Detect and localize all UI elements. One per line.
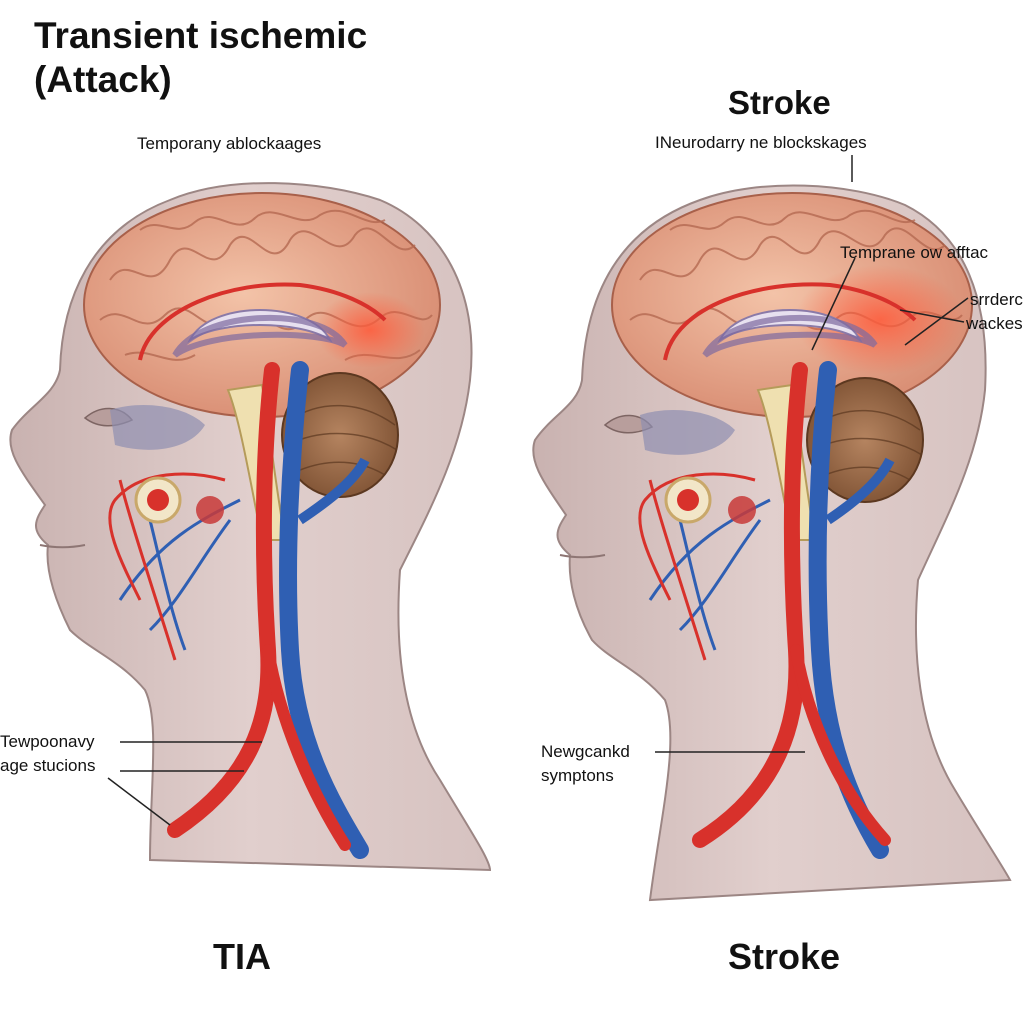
stroke-callout-1: Temprane ow afftac [840, 243, 989, 262]
tia-callout-2: age stucions [0, 756, 96, 775]
tia-caption: TIA [213, 936, 271, 977]
stroke-callout-3: wackes [966, 314, 1023, 333]
stroke-damage-glow [795, 265, 965, 375]
sinus-right [640, 410, 735, 455]
ischemia-glow [315, 292, 425, 368]
tia-callout-1: Tewpoonavy [0, 732, 95, 751]
sinus [110, 405, 205, 450]
title-line-2: (Attack) [34, 59, 172, 100]
stroke-title: Stroke [728, 84, 831, 121]
lip-line [39, 544, 86, 549]
cerebral-artery [138, 282, 387, 361]
tia-callout-lines [107, 741, 262, 826]
lip-line-right [559, 554, 606, 559]
stroke-callout-5: symptons [541, 766, 614, 785]
stroke-callout-2: srrderc [970, 290, 1023, 309]
cerebral-artery-right [663, 282, 917, 361]
stroke-caption: Stroke [728, 936, 841, 977]
stroke-head-illustration [532, 184, 1012, 902]
facial-vessels-right [638, 472, 771, 661]
tia-head-illustration [9, 182, 492, 872]
blood-clot [196, 496, 224, 524]
page-title: Transient ischemic (Attack) [34, 14, 367, 102]
vein-branch [297, 457, 370, 525]
facial-vessels [108, 472, 241, 661]
jugular-vein [279, 361, 369, 859]
title-line-1: Transient ischemic [34, 15, 368, 56]
stroke-callout-4: Newgcankd [541, 742, 630, 761]
stroke-callout-lines [655, 155, 969, 753]
ventricle [172, 314, 348, 358]
stroke-subtitle: INeurodarry ne blockskages [655, 133, 867, 152]
carotid-branch [262, 644, 351, 851]
tia-subtitle: Temporany ablockaages [137, 134, 322, 153]
blood-clot-right [728, 496, 756, 524]
